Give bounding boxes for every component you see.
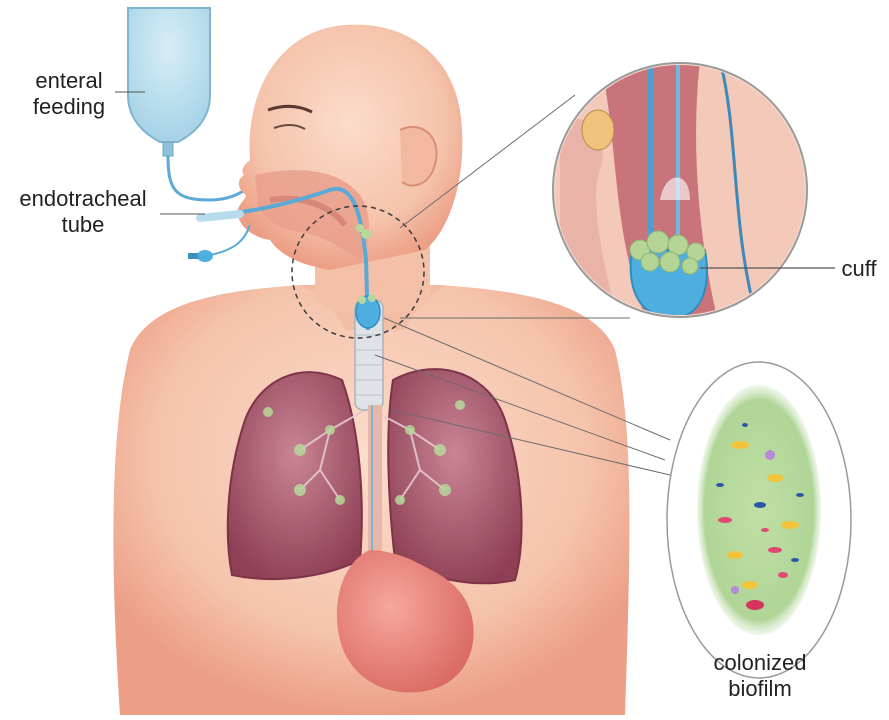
colonized-biofilm-label: colonized biofilm xyxy=(690,650,830,702)
colonized-biofilm-line2: biofilm xyxy=(690,676,830,702)
colonized-biofilm-line1: colonized xyxy=(690,650,830,676)
head-and-neck xyxy=(238,25,463,315)
enteral-feeding-label: enteral feeding xyxy=(14,68,124,120)
cuff-label-text: cuff xyxy=(836,256,882,282)
endotracheal-tube-label: endotracheal tube xyxy=(4,186,162,238)
enteral-feeding-line2: feeding xyxy=(14,94,124,120)
biofilm-oval xyxy=(667,362,851,678)
endotracheal-tube-line2: tube xyxy=(4,212,162,238)
cuff-label: cuff xyxy=(836,256,882,282)
endotracheal-tube-line1: endotracheal xyxy=(4,186,162,212)
cuff-zoom-circle xyxy=(550,60,835,330)
enteral-feeding-line1: enteral xyxy=(14,68,124,94)
